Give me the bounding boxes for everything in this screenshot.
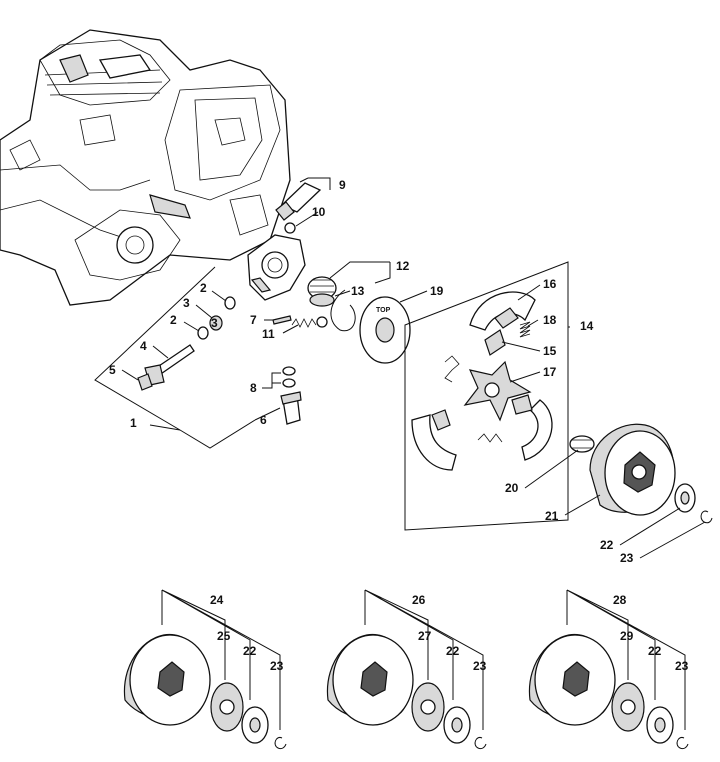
engine-housing (0, 29, 291, 306)
part-15-spring-left (444, 355, 460, 383)
part-16-shoe (469, 291, 536, 331)
callout-22-set1: 22 (243, 644, 257, 658)
part-23-e-clip (700, 510, 713, 524)
callout-27: 27 (418, 629, 432, 643)
callout-23-set3: 23 (675, 659, 689, 673)
callout-7: 7 (250, 313, 257, 327)
callout-17: 17 (543, 365, 557, 379)
callout-22-set3: 22 (648, 644, 662, 658)
part-7-pin (272, 315, 292, 325)
leader-lines (94, 177, 706, 730)
callout-22-set2: 22 (446, 644, 460, 658)
callout-23-set1: 23 (270, 659, 284, 673)
callout-15: 15 (543, 344, 557, 358)
callout-8: 8 (250, 381, 257, 395)
part-21-clutch-drum (589, 423, 676, 516)
callout-19: 19 (430, 284, 444, 298)
part-18-spring (519, 321, 531, 338)
top-stamp: TOP (376, 307, 391, 314)
clutch-spring-bottom (477, 433, 503, 443)
callout-2-lower: 2 (170, 313, 177, 327)
callout-4: 4 (140, 339, 147, 353)
callout-labels: 9 10 12 13 19 16 14 18 15 17 2 3 2 3 7 1… (109, 178, 689, 673)
callout-29: 29 (620, 629, 634, 643)
callout-13: 13 (351, 284, 365, 298)
callout-10: 10 (312, 205, 326, 219)
callout-24: 24 (210, 593, 224, 607)
part-4-bolt (144, 344, 195, 386)
callout-22: 22 (600, 538, 614, 552)
callout-14: 14 (580, 319, 594, 333)
part-17-carrier (463, 360, 532, 422)
part-2-washer-lower (197, 326, 209, 340)
callout-21: 21 (545, 509, 559, 523)
part-10-o-ring (284, 222, 296, 234)
clutch-shoe-right (511, 394, 553, 461)
callout-20: 20 (505, 481, 519, 495)
callout-26: 26 (412, 593, 426, 607)
part-5-nut (137, 373, 153, 391)
oil-pump-housing (247, 234, 306, 301)
callout-2-upper: 2 (200, 281, 207, 295)
part-6-screw (280, 391, 302, 425)
callout-9: 9 (339, 178, 346, 192)
part-8-o-rings (282, 366, 296, 388)
clutch-box (404, 261, 569, 531)
callout-28: 28 (613, 593, 627, 607)
callout-16: 16 (543, 277, 557, 291)
callout-5: 5 (109, 363, 116, 377)
callout-23-set2: 23 (473, 659, 487, 673)
callout-3-upper: 3 (183, 296, 190, 310)
drum-set-28 (528, 633, 689, 750)
callout-25: 25 (217, 629, 231, 643)
part-19-washer: TOP (359, 296, 411, 364)
callout-3-lower: 3 (211, 316, 218, 330)
callout-11: 11 (262, 327, 275, 341)
callout-6: 6 (260, 413, 267, 427)
callout-18: 18 (543, 313, 557, 327)
part-15-retainer (484, 329, 506, 356)
part-11-spring (291, 316, 328, 328)
part-13-spring-clip (330, 289, 356, 332)
callout-12: 12 (396, 259, 410, 273)
part-2-washer-upper (224, 296, 236, 310)
drum-set-24 (123, 633, 287, 750)
part-9-hose (275, 182, 322, 221)
part-3-nut-upper (209, 315, 223, 331)
drum-set-26 (326, 633, 487, 750)
part-22-washer (674, 483, 696, 513)
part-20-needle-cage (569, 435, 595, 453)
callout-23: 23 (620, 551, 634, 565)
clutch-shoe-left (411, 409, 457, 471)
callout-1: 1 (130, 416, 137, 430)
part-12-worm (307, 276, 337, 307)
